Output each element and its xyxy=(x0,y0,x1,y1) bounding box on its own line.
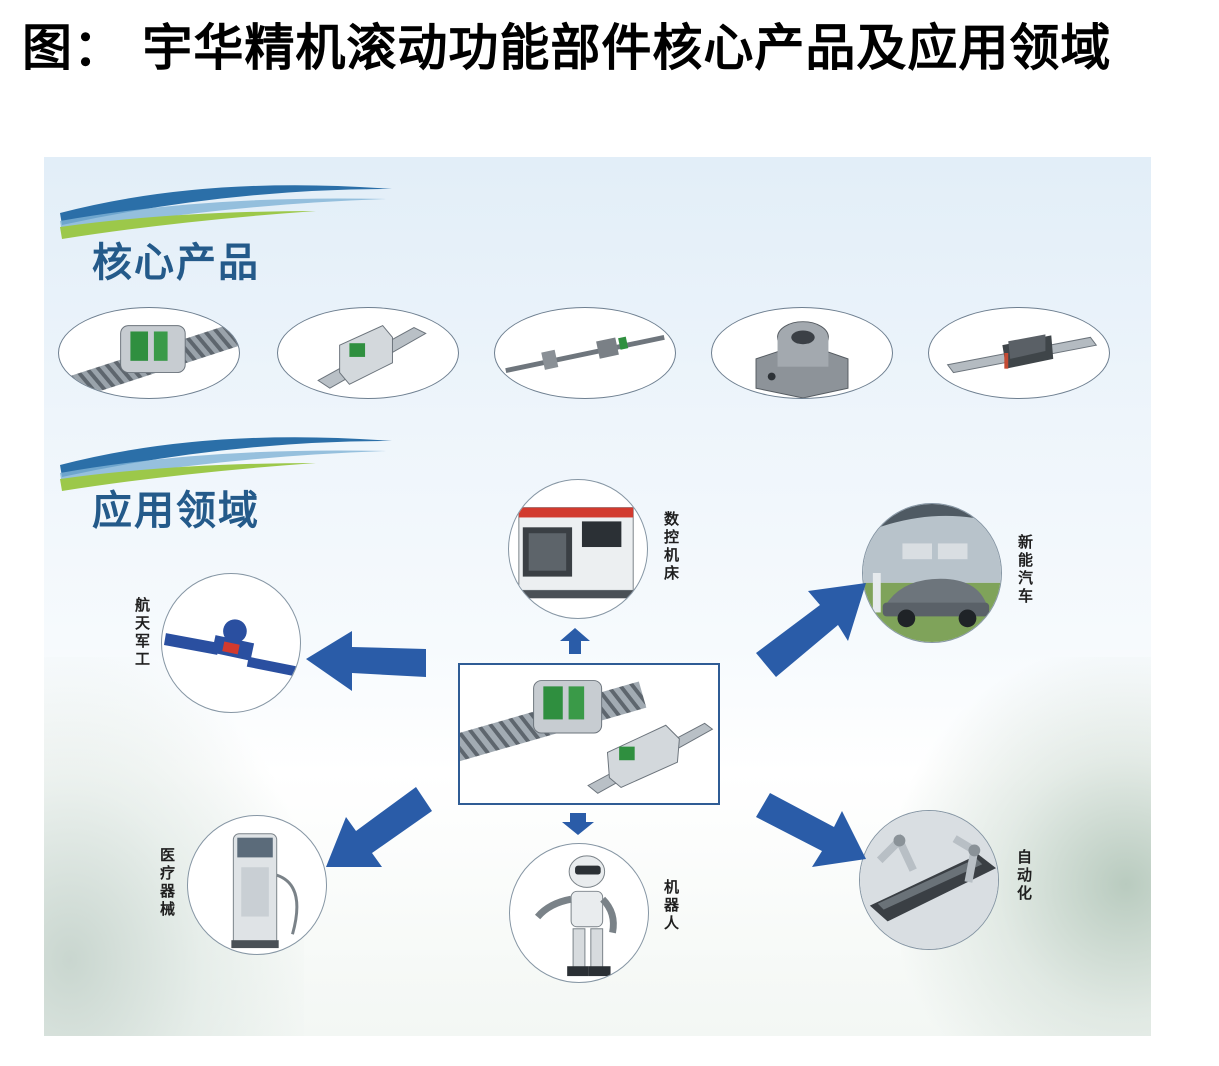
arrow-to-medical xyxy=(326,787,432,873)
product-linear-guide-image xyxy=(277,307,459,399)
center-component-box xyxy=(458,663,720,805)
application-label-automation: 自动化 xyxy=(1015,849,1033,903)
arrow-to-ev xyxy=(756,583,866,678)
application-medical-image xyxy=(187,815,327,955)
application-ev-image xyxy=(862,503,1002,643)
arrow-to-aerospace xyxy=(306,629,426,699)
diagram-panel: 核心产品 应用领域 xyxy=(44,157,1151,1036)
arrow-to-robot xyxy=(562,813,594,835)
page-title: 图： 宇华精机滚动功能部件核心产品及应用领域 xyxy=(22,19,1112,77)
product-screw-shaft-image xyxy=(494,307,676,399)
application-label-ev: 新能汽车 xyxy=(1016,534,1034,606)
application-label-medical: 医疗器械 xyxy=(158,847,176,919)
application-automation-image xyxy=(859,810,999,950)
application-cnc-image xyxy=(508,479,648,619)
product-nut-block-image xyxy=(711,307,893,399)
application-label-aerospace: 航天军工 xyxy=(133,597,151,669)
arrow-to-automation xyxy=(756,789,866,867)
application-robot-image xyxy=(509,843,649,983)
swoosh-decoration xyxy=(60,437,392,491)
product-ball-screw-image xyxy=(58,307,240,399)
section-heading-products: 核心产品 xyxy=(92,239,260,286)
arrow-to-cnc xyxy=(560,628,590,654)
product-guide-rail-image xyxy=(928,307,1110,399)
application-aerospace-image xyxy=(161,573,301,713)
section-heading-applications: 应用领域 xyxy=(92,487,260,534)
application-label-robot: 机器人 xyxy=(662,879,680,933)
swoosh-decoration xyxy=(60,185,392,239)
application-label-cnc: 数控机床 xyxy=(662,511,680,583)
